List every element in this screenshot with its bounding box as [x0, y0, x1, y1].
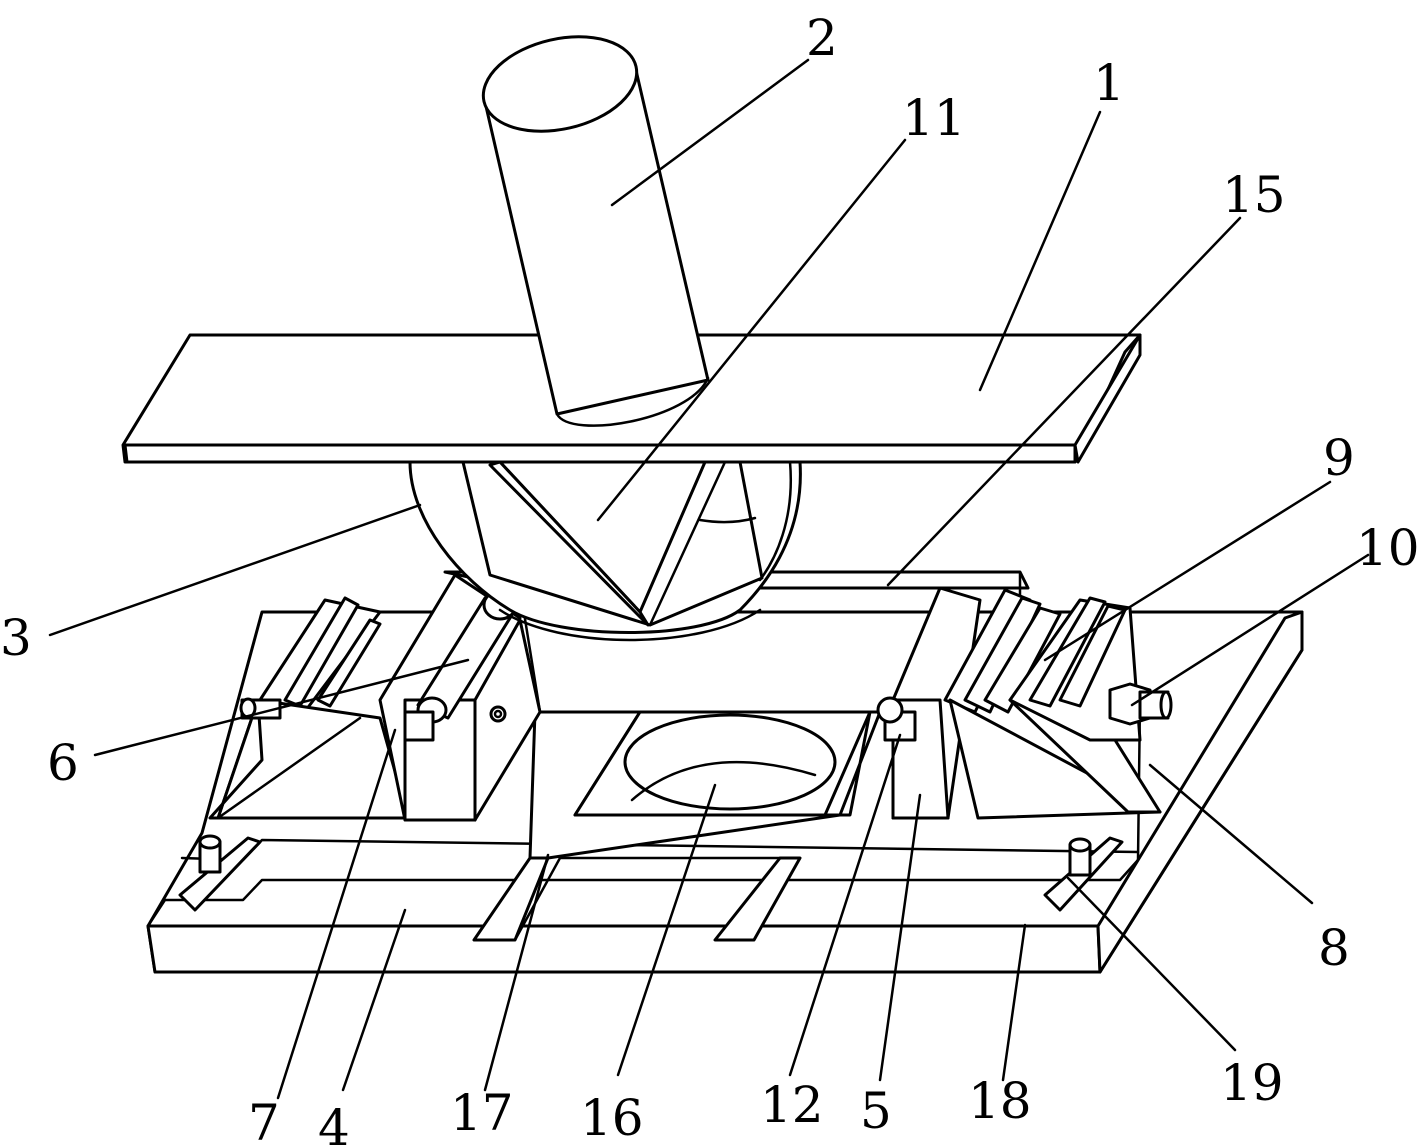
label-1: 1 [1093, 54, 1125, 112]
label-8: 8 [1318, 919, 1350, 977]
label-18: 18 [968, 1072, 1032, 1130]
label-17: 17 [450, 1084, 514, 1142]
label-7: 7 [248, 1094, 280, 1147]
label-5: 5 [860, 1082, 892, 1140]
label-2: 2 [806, 9, 838, 67]
label-19: 19 [1220, 1054, 1284, 1112]
label-12: 12 [760, 1076, 824, 1134]
label-6: 6 [47, 734, 79, 792]
label-4: 4 [318, 1099, 350, 1147]
label-16: 16 [580, 1089, 644, 1147]
label-11: 11 [902, 89, 966, 147]
label-3: 3 [0, 609, 32, 667]
label-9: 9 [1323, 429, 1355, 487]
label-10: 10 [1356, 519, 1420, 577]
label-15: 15 [1222, 166, 1286, 224]
